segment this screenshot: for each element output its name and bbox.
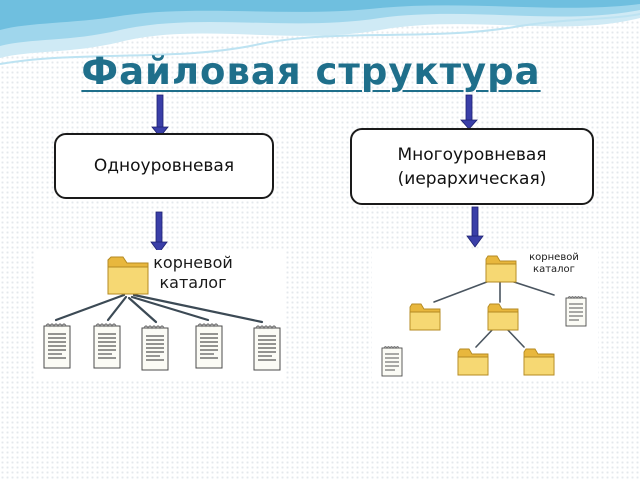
arrow-down-multi	[460, 94, 478, 130]
folder-icon	[523, 348, 555, 376]
document-icon	[253, 325, 281, 371]
folder-icon	[409, 303, 441, 331]
folder-icon	[107, 256, 149, 295]
root-label-line1: корневой	[153, 253, 233, 272]
single-level-box: Одноуровневая	[54, 133, 274, 199]
document-icon	[195, 323, 223, 369]
root-catalog-label: корневой каталог	[148, 253, 238, 293]
root-label-line2: каталог	[159, 273, 227, 292]
single-level-label: Одноуровневая	[93, 156, 235, 176]
document-icon	[565, 296, 587, 327]
header-waves	[0, 0, 640, 65]
folder-icon	[485, 255, 517, 283]
document-icon	[381, 346, 403, 377]
document-icon	[141, 325, 169, 371]
document-icon	[43, 323, 71, 369]
multi-level-box: Многоуровневая (иерархическая)	[350, 128, 594, 205]
root-label-line1: корневой	[529, 252, 579, 263]
page-title: Файловая структура	[81, 50, 541, 93]
root-label-line2: каталог	[533, 264, 575, 275]
arrow-down-single	[151, 94, 169, 138]
document-icon	[93, 323, 121, 369]
arrow-down-single-2	[150, 211, 168, 254]
folder-icon	[487, 303, 519, 331]
folder-icon	[457, 348, 489, 376]
single-level-tree: корневой каталог	[36, 250, 286, 380]
root-catalog-label-multi: корневой каталог	[524, 252, 584, 276]
arrow-down-multi-2	[466, 206, 484, 248]
multi-level-label-line1: Многоуровневая	[397, 144, 547, 165]
multi-level-label-line2: (иерархическая)	[397, 168, 547, 189]
multi-level-tree: корневой каталог	[372, 250, 598, 380]
